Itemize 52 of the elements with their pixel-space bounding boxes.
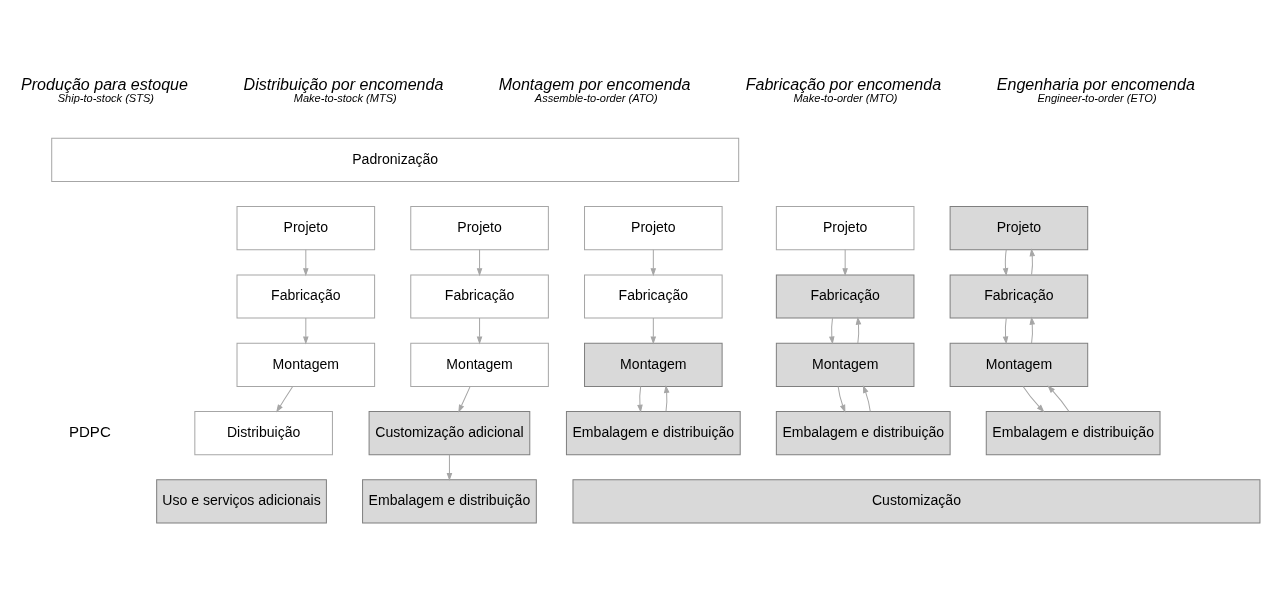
arrow (446, 454, 453, 481)
arrow (650, 317, 656, 344)
arrow (1003, 317, 1009, 344)
label: Montagem por encomenda (498, 74, 691, 93)
arrow (276, 385, 294, 412)
arrow (1003, 249, 1009, 276)
node-box: Distribuição (194, 411, 333, 456)
arrow (303, 317, 309, 344)
node-box: Fabricação (410, 274, 549, 319)
arrow (837, 385, 846, 412)
node-box: Embalagem e distribuição (775, 411, 951, 456)
arrow (650, 249, 656, 276)
arrow (1029, 249, 1035, 276)
node-box: Fabricação (949, 274, 1089, 319)
label: Engenharia por encomenda (996, 74, 1195, 93)
node-box: Customização adicional (368, 411, 531, 456)
node-box: Embalagem e distribuição (362, 479, 537, 524)
node-box: Projeto (410, 206, 549, 251)
arrow (458, 385, 471, 412)
node-box: Embalagem e distribuição (985, 411, 1161, 456)
arrow (476, 249, 483, 276)
node-box: Projeto (584, 206, 723, 251)
arrow (476, 317, 483, 344)
label: Fabricação por encomenda (745, 74, 942, 93)
node-box: Montagem (410, 342, 549, 387)
node-box: Fabricação (584, 274, 723, 319)
node-box: Padronização (51, 137, 740, 182)
node-box: Fabricação (775, 274, 915, 319)
node-box: Montagem (949, 342, 1089, 387)
node-box: Montagem (236, 342, 376, 387)
label: Produção para estoque (21, 74, 188, 93)
arrow (664, 385, 670, 412)
node-box: Projeto (949, 206, 1089, 251)
node-box: Projeto (236, 206, 376, 251)
arrow (842, 249, 848, 276)
node-box: Customização (572, 479, 1261, 524)
arrow (1047, 385, 1070, 412)
node-box: Uso e serviços adicionais (156, 479, 327, 524)
arrow (1029, 317, 1035, 344)
node-box: Montagem (584, 342, 723, 387)
label: Distribuição por encomenda (243, 74, 444, 93)
node-box: Projeto (775, 206, 915, 251)
arrow (637, 385, 643, 412)
arrow (862, 385, 871, 412)
node-box: Fabricação (236, 274, 376, 319)
label: PDPC (68, 422, 111, 440)
arrow (855, 317, 862, 344)
arrow (1022, 385, 1044, 412)
arrow (829, 317, 835, 344)
node-box: Montagem (775, 342, 915, 387)
arrow (303, 249, 309, 276)
node-box: Embalagem e distribuição (565, 411, 741, 456)
